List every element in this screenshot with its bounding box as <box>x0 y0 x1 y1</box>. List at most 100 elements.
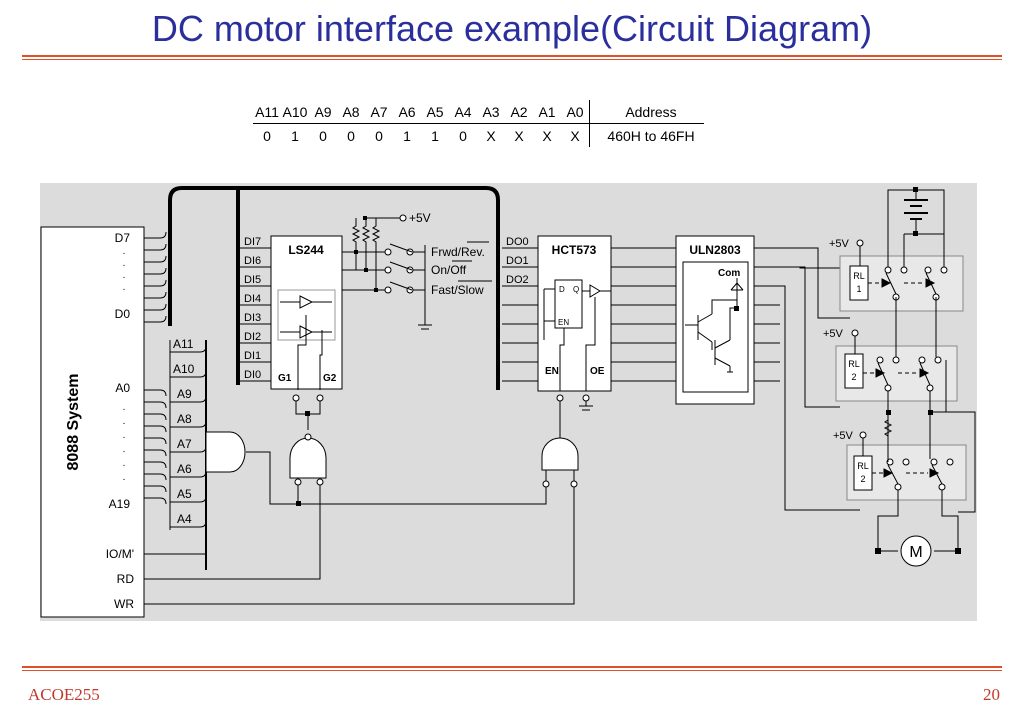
ls244-g1: G1 <box>278 373 292 384</box>
motor-icon <box>900 535 932 567</box>
svg-text:·: · <box>122 284 125 295</box>
ground-symbol <box>418 324 432 330</box>
ls244-input-lines <box>240 247 271 382</box>
addr-value-cell: X <box>486 127 496 144</box>
svg-text:2: 2 <box>860 474 865 484</box>
addr-value-cell: X <box>570 127 580 144</box>
decoder-and-gate <box>205 431 246 473</box>
addr-value-cell: 0 <box>459 127 467 144</box>
active-low-bars <box>452 241 492 282</box>
data-bus <box>168 186 500 390</box>
svg-text:·: · <box>122 272 125 283</box>
addr-bus-label: A4 <box>177 512 192 526</box>
pin-a19: A19 <box>109 497 131 511</box>
addr-header-cell: A11 <box>253 100 281 124</box>
ls244-pin: DI1 <box>244 350 261 362</box>
title-divider-thin <box>22 59 1002 60</box>
ls244-pin: DI5 <box>244 274 261 286</box>
ls244-pin: DI7 <box>244 236 261 248</box>
address-lines <box>144 389 167 505</box>
addr-value-cell: 1 <box>431 127 439 144</box>
addr-value-cell: X <box>514 127 524 144</box>
svg-text:D: D <box>559 285 565 294</box>
rd-line <box>144 484 321 580</box>
hct573-label: HCT573 <box>552 243 597 257</box>
addr-bus-label: A5 <box>177 487 192 501</box>
addr-value-cell: 0 <box>347 127 355 144</box>
motor-label: M <box>909 544 922 561</box>
addr-header-cell: A7 <box>365 100 393 124</box>
ls244-pin: DI0 <box>244 369 261 381</box>
switch-label-frwd: Frwd/Rev. <box>431 245 485 259</box>
relay-2-supply: +5V <box>823 328 844 340</box>
addr-header-cell: A9 <box>309 100 337 124</box>
addr-bus-label: A10 <box>173 362 195 376</box>
ls244-chip <box>270 235 343 390</box>
hct573-pin: DO1 <box>506 255 529 267</box>
wr-line <box>144 484 575 605</box>
uln-darlington <box>685 299 738 373</box>
addr-bus-label: A8 <box>177 412 192 426</box>
address-table-row: 0 1 0 0 0 1 1 0 X X X X 460H to 46FH <box>253 123 704 147</box>
footer-divider <box>22 666 1002 668</box>
uln2803-inner <box>682 261 749 393</box>
svg-text:·: · <box>122 418 125 429</box>
svg-text:·: · <box>122 460 125 471</box>
data-lines <box>144 231 167 323</box>
ls244-pin: DI6 <box>244 255 261 267</box>
addr-value-cell: 0 <box>319 127 327 144</box>
footer-divider-thin <box>22 670 1002 671</box>
relay-1-supply: +5V <box>829 238 850 250</box>
relay-2-label: RL <box>848 359 860 369</box>
svg-text:·: · <box>122 432 125 443</box>
course-code: ACOE255 <box>28 685 100 704</box>
relay2-drive <box>754 266 840 408</box>
relay-3-resistor <box>883 412 893 445</box>
addr-value-address: 460H to 46FH <box>589 123 704 147</box>
svg-text:Q: Q <box>573 285 579 294</box>
addr-header-cell: A10 <box>281 100 309 124</box>
addr-header-cell: A3 <box>477 100 505 124</box>
uln2803-com: Com <box>718 268 740 279</box>
relay-2-coil <box>844 353 864 389</box>
latch-to-driver-lines <box>611 247 676 382</box>
uln2803-label: ULN2803 <box>689 243 741 257</box>
slide-title: DC motor interface example(Circuit Diagr… <box>151 8 873 49</box>
addr-value-cell: X <box>542 127 552 144</box>
ls244-label: LS244 <box>288 243 324 257</box>
addr-value-cell: 1 <box>403 127 411 144</box>
svg-text:·: · <box>122 474 125 485</box>
switch-label-onoff: On/Off <box>431 263 467 277</box>
ls244-g2: G2 <box>323 373 337 384</box>
ls244-nand-gate <box>289 437 327 479</box>
addr-header-cell: A6 <box>393 100 421 124</box>
hct573-oe: OE <box>590 366 605 377</box>
addr-header-address: Address <box>589 100 704 124</box>
address-table-header: A11 A10 A9 A8 A7 A6 A5 A4 A3 A2 A1 A0 Ad… <box>253 100 704 124</box>
svg-text:1: 1 <box>856 284 861 294</box>
relay-1-label: RL <box>853 271 865 281</box>
pin-d7: D7 <box>115 231 131 245</box>
ls244-buffers <box>277 289 336 390</box>
svg-text:2: 2 <box>851 372 856 382</box>
relay-3-label: RL <box>857 461 869 471</box>
addr-value-cell: 1 <box>291 127 299 144</box>
addr-bus-label: A6 <box>177 462 192 476</box>
addr-header-cell: A0 <box>561 100 590 124</box>
hct573-input-lines <box>502 247 538 382</box>
decoder-output-line <box>246 451 547 505</box>
hct573-latch <box>554 279 583 329</box>
switch-label-fast: Fast/Slow <box>431 283 484 297</box>
pin-a0: A0 <box>115 381 130 395</box>
relay-3-supply: +5V <box>833 430 854 442</box>
svg-text:·: · <box>122 446 125 457</box>
pin-wr: WR <box>114 597 134 611</box>
svg-text:·: · <box>122 248 125 259</box>
page-number: 20 <box>983 685 1000 704</box>
hct573-and-gate <box>541 437 579 471</box>
address-table: A11 A10 A9 A8 A7 A6 A5 A4 A3 A2 A1 A0 Ad… <box>253 100 704 147</box>
motor-wiring <box>877 490 959 552</box>
addr-bus-label: A9 <box>177 387 192 401</box>
pullup-resistors <box>351 218 381 290</box>
addr-header-cell: A8 <box>337 100 365 124</box>
